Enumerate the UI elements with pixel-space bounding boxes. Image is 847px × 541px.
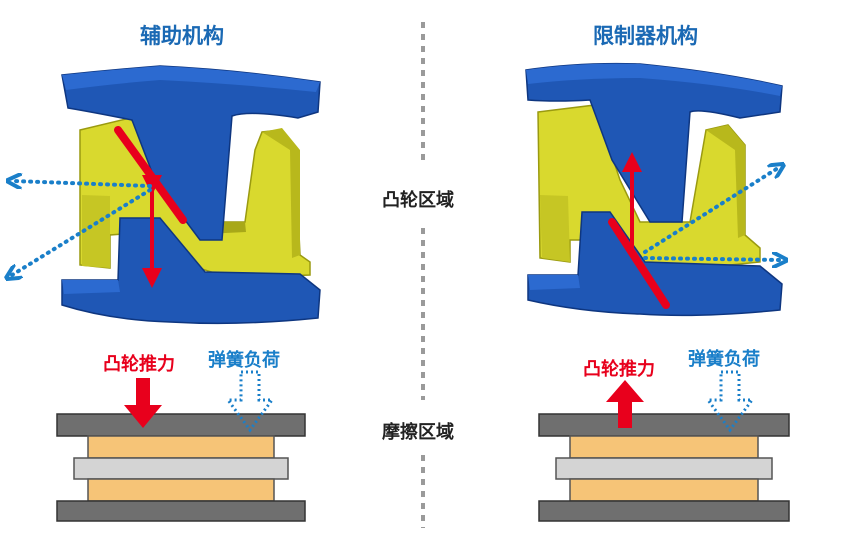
left-middle-plate (74, 458, 288, 479)
left-friction-stack (57, 372, 305, 521)
right-bottom-plate (539, 501, 789, 521)
left-friction-pad-lower (88, 479, 274, 501)
right-mechanism (526, 64, 782, 316)
right-middle-plate (556, 458, 772, 479)
right-top-plate (539, 414, 789, 436)
right-friction-pad-upper (570, 436, 758, 458)
right-friction-pad-lower (570, 479, 758, 501)
left-mechanism (12, 66, 320, 323)
left-bottom-plate (57, 501, 305, 521)
right-friction-stack (539, 372, 789, 521)
left-top-plate (57, 414, 305, 436)
left-friction-pad-upper (88, 436, 274, 458)
